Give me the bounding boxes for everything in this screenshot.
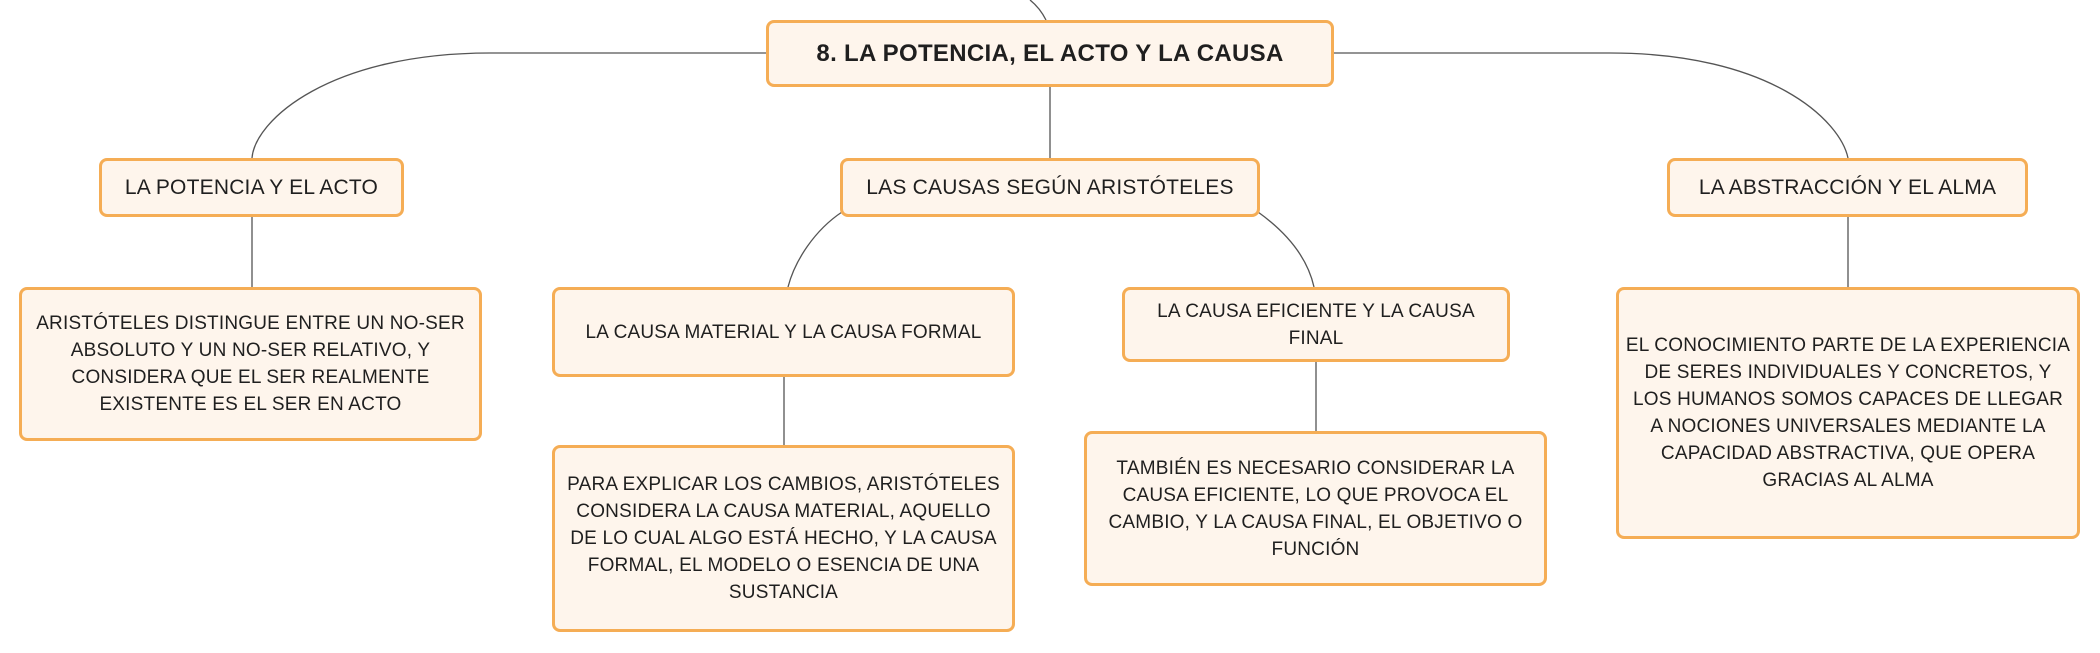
connector-causas-eficiente [1257,211,1315,288]
node-abstraccion-alma[interactable]: LA ABSTRACCIÓN Y EL ALMA [1667,158,2028,217]
node-causa-eficiente-final-detail-text: TAMBIÉN ES NECESARIO CONSIDERAR LA CAUSA… [1108,457,1523,560]
node-causa-material-formal[interactable]: LA CAUSA MATERIAL Y LA CAUSA FORMAL [552,287,1015,377]
connector-root-potencia [251,52,766,159]
node-causa-eficiente-final[interactable]: LA CAUSA EFICIENTE Y LA CAUSA FINAL [1122,287,1510,362]
node-causa-eficiente-final-label: LA CAUSA EFICIENTE Y LA CAUSA FINAL [1157,300,1475,349]
connector-root-abstraccion [1334,52,1849,159]
node-abstraccion-detail[interactable]: EL CONOCIMIENTO PARTE DE LA EXPERIENCIA … [1616,287,2080,539]
node-causa-material-formal-detail-text: PARA EXPLICAR LOS CAMBIOS, ARISTÓTELES C… [567,474,1000,603]
root-node-label: 8. LA POTENCIA, EL ACTO Y LA CAUSA [816,40,1284,67]
connector-causas-material [787,211,843,288]
node-abstraccion-alma-label: LA ABSTRACCIÓN Y EL ALMA [1698,176,1997,199]
connector-root-incoming [1029,0,1047,21]
node-potencia-acto-label: LA POTENCIA Y EL ACTO [124,176,379,199]
node-causa-material-formal-detail[interactable]: PARA EXPLICAR LOS CAMBIOS, ARISTÓTELES C… [552,445,1015,632]
node-potencia-detail-text: ARISTÓTELES DISTINGUE ENTRE UN NO-SER AB… [36,313,465,415]
node-causa-eficiente-final-detail[interactable]: TAMBIÉN ES NECESARIO CONSIDERAR LA CAUSA… [1084,431,1547,586]
node-causas-aristoteles[interactable]: LAS CAUSAS SEGÚN ARISTÓTELES [840,158,1260,217]
node-potencia-detail[interactable]: ARISTÓTELES DISTINGUE ENTRE UN NO-SER AB… [19,287,482,441]
node-potencia-acto[interactable]: LA POTENCIA Y EL ACTO [99,158,404,217]
node-causas-aristoteles-label: LAS CAUSAS SEGÚN ARISTÓTELES [866,176,1234,199]
node-abstraccion-detail-text: EL CONOCIMIENTO PARTE DE LA EXPERIENCIA … [1625,335,2071,491]
root-node[interactable]: 8. LA POTENCIA, EL ACTO Y LA CAUSA [766,20,1334,87]
node-causa-material-formal-label: LA CAUSA MATERIAL Y LA CAUSA FORMAL [585,321,982,343]
